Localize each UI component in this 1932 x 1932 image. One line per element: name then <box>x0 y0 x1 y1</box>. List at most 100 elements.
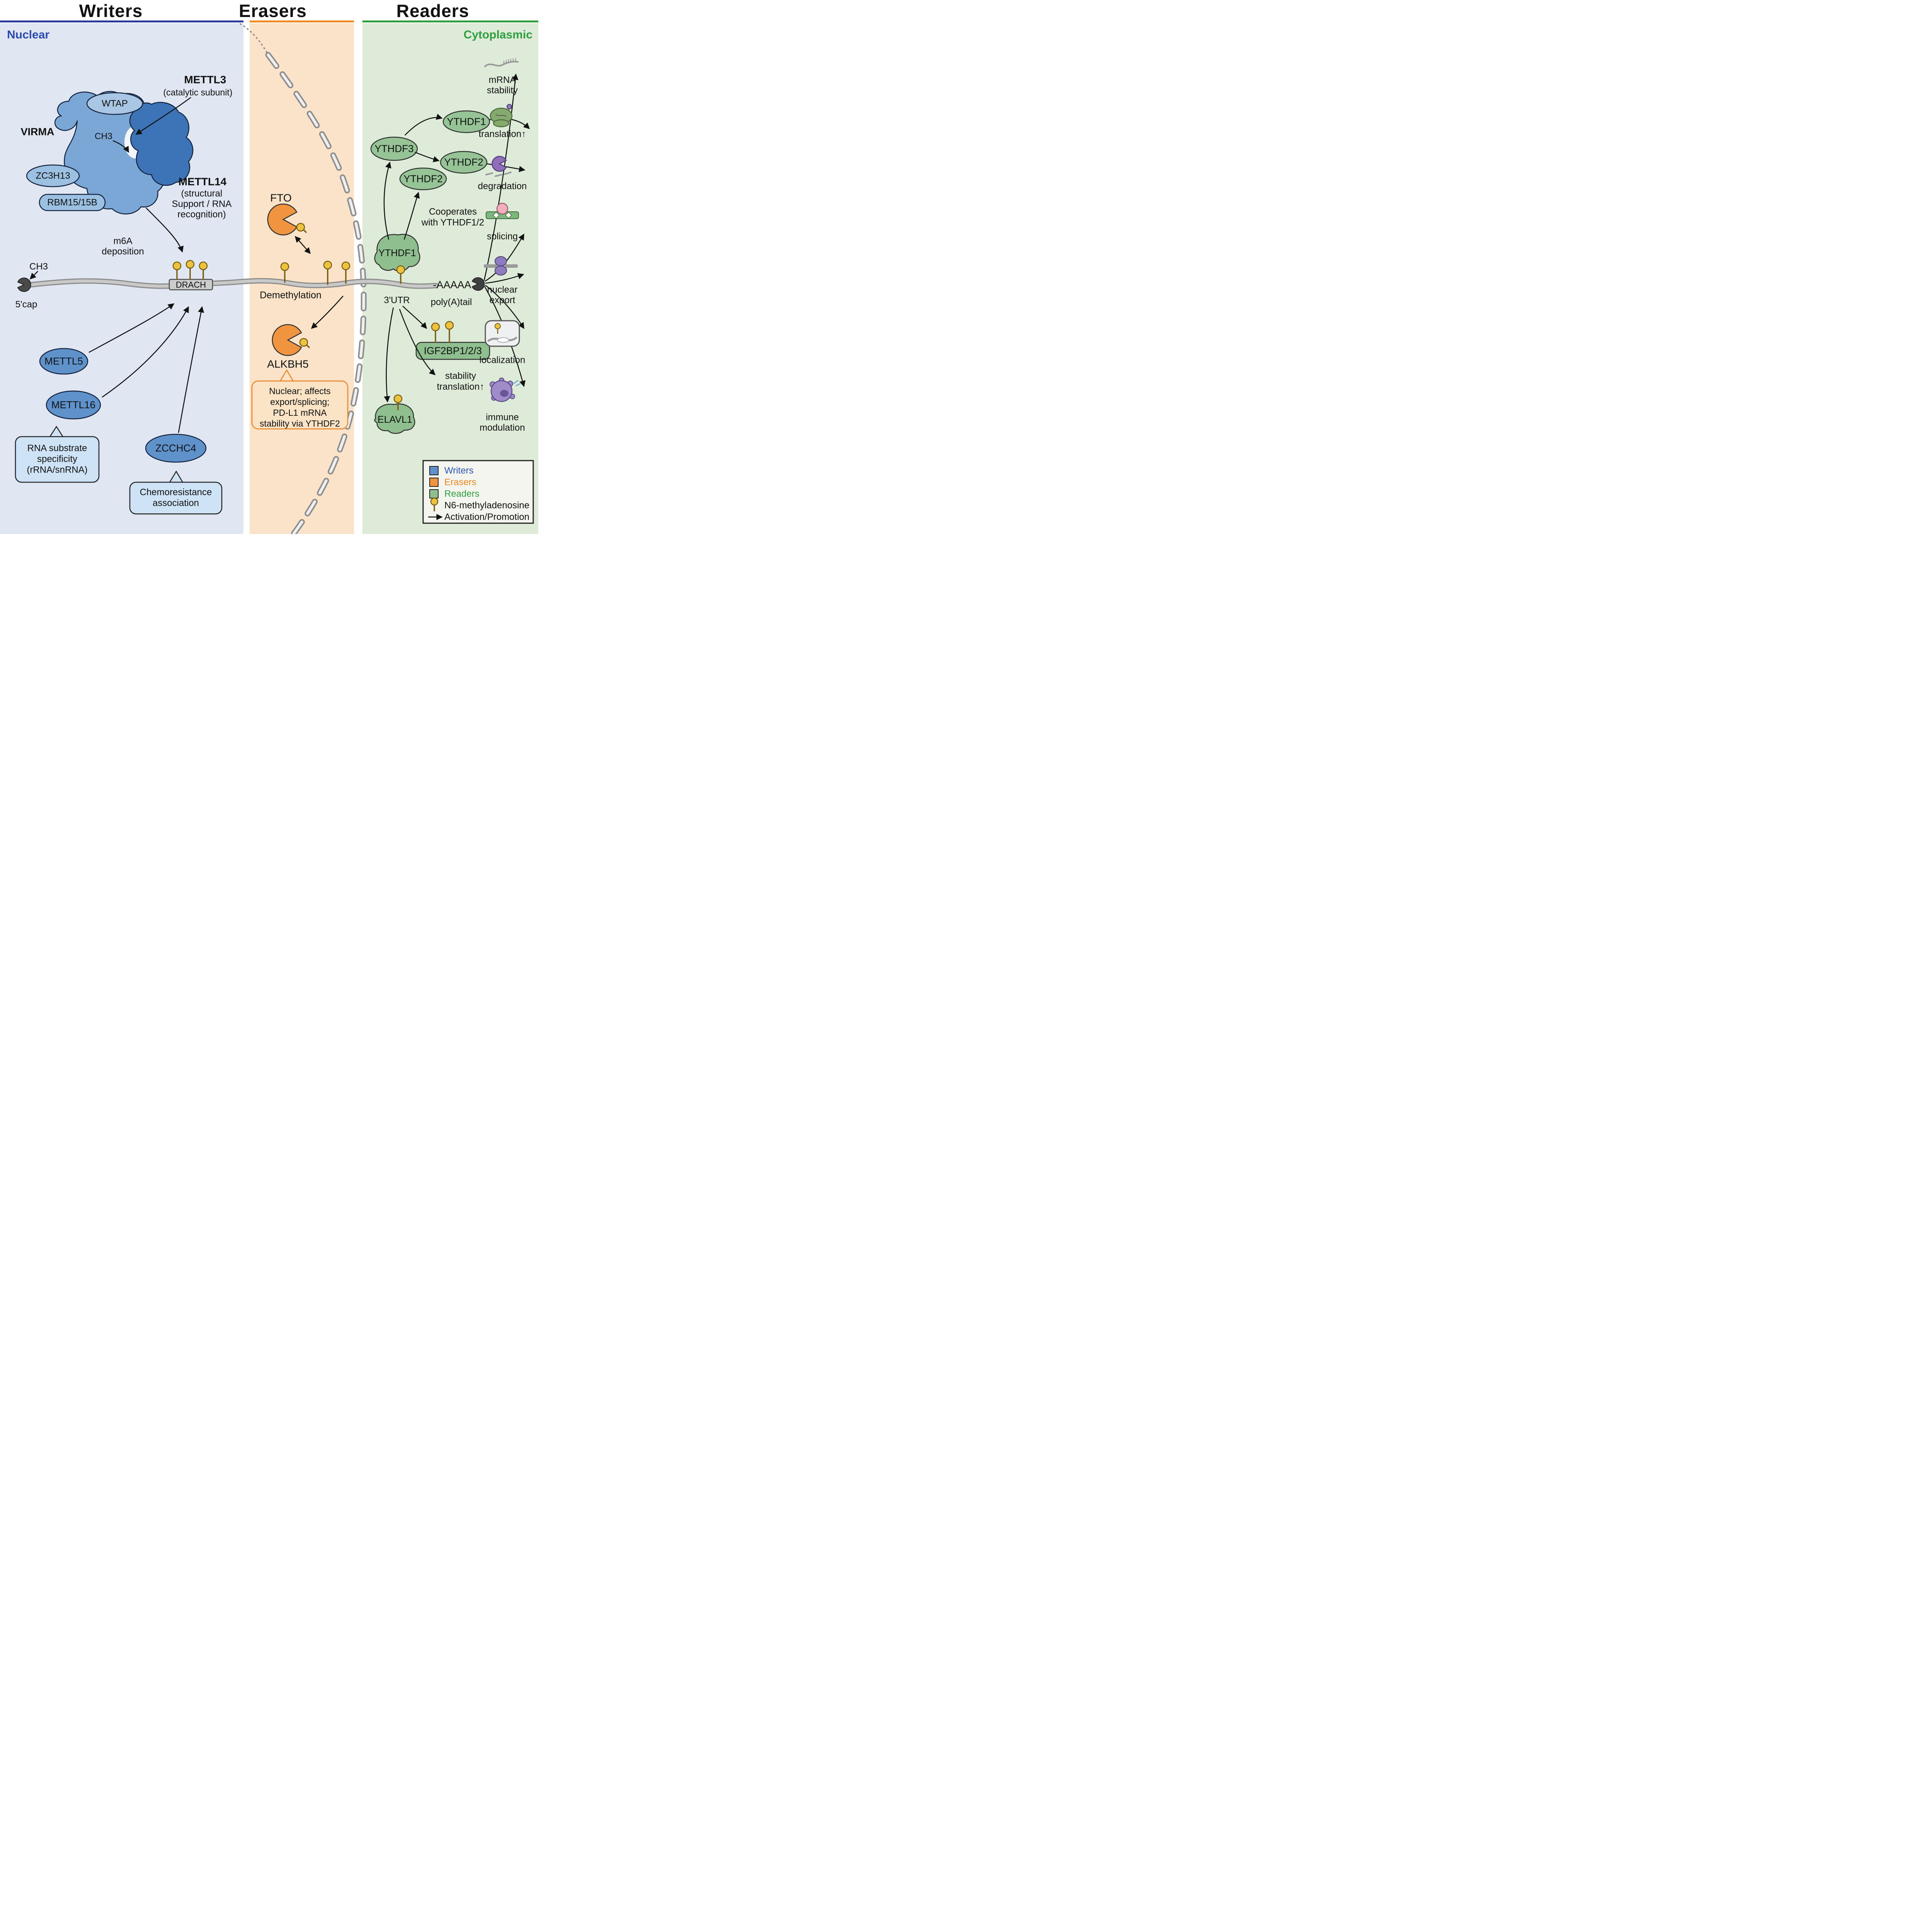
m6a-regulation-figure: Writers Erasers Readers Nuclear Cytoplas… <box>0 0 538 534</box>
arrow-complex-to-drach <box>146 207 184 253</box>
readers-underline <box>362 20 538 22</box>
rna-note-1: RNA substrate <box>27 443 87 454</box>
figure-artwork <box>0 20 538 534</box>
m6a-lollipop-alkbh5-mouth <box>299 338 310 348</box>
zc3h13-label: ZC3H13 <box>36 170 70 181</box>
legend-writers-swatch <box>429 466 439 475</box>
nuclear-export-icon <box>484 256 518 276</box>
m6a-deposition-2: deposition <box>102 246 144 257</box>
igf2bp-label: IGF2BP1/2/3 <box>423 345 482 357</box>
m6a-lollipop-drach-2 <box>185 260 195 280</box>
wtap-blob <box>86 92 143 115</box>
mettl14-label: METTL14 <box>178 175 227 188</box>
arrow-fan-to-splicing <box>485 233 525 282</box>
legend-m6a-head <box>430 497 439 506</box>
mettl5-label: METTL5 <box>44 355 83 367</box>
arrow-ythdf3-to-ythdf1 <box>405 114 443 136</box>
legend-erasers-label: Erasers <box>444 477 476 488</box>
rna-note-3: (rRNA/snRNA) <box>27 464 88 475</box>
ythdf1-reader-blob <box>374 234 420 272</box>
ythdf2-a-label: YTHDF2 <box>444 156 483 168</box>
arrow-fan-to-nuclear-export <box>485 273 524 284</box>
m6a-lollipop-igf2bp-2 <box>445 321 454 343</box>
output-nuclear-export-1: nuclear <box>487 284 518 295</box>
mettl14-note-1: (structural <box>181 188 223 199</box>
nuclear-label: Nuclear <box>7 28 50 41</box>
m6a-lollipop-fto-mouth <box>296 223 307 233</box>
zcchc4-blob <box>145 434 207 463</box>
m6a-lollipop-eraser-2 <box>323 260 332 285</box>
arrow-reader-to-ythdf2b <box>403 192 420 240</box>
erasers-underline <box>250 20 354 22</box>
alkbh5-blob <box>272 324 302 356</box>
polya-end-icon <box>471 277 485 291</box>
ch3-cap-label: CH3 <box>29 261 48 272</box>
cooperates-2: with YTHDF1/2 <box>421 217 485 228</box>
legend-readers-swatch <box>429 489 439 498</box>
translation-ribosome-icon <box>490 104 513 128</box>
nuclear-membrane-inner <box>267 53 365 534</box>
elavl1-blob <box>374 403 415 434</box>
localization-icon <box>485 320 520 347</box>
output-immune-1: immune <box>486 412 519 423</box>
ythdf2-b-blob <box>399 167 447 190</box>
alkbh5-note-1: Nuclear; affects <box>269 386 331 396</box>
ythdf2-a-blob <box>440 151 488 174</box>
output-localization: localization <box>479 355 526 366</box>
alkbh5-note-bubble <box>251 380 349 430</box>
drach-label: DRACH <box>175 280 206 290</box>
chemo-note-bubble <box>129 481 223 515</box>
mettl16-label: METTL16 <box>51 399 96 411</box>
output-immune-2: modulation <box>480 422 525 433</box>
elavl1-label: ELAVL1 <box>378 414 412 425</box>
cytoplasmic-label: Cytoplasmic <box>463 28 532 41</box>
arrow-utr-to-stability <box>399 309 436 376</box>
rbm15-blob <box>39 194 106 211</box>
rna-note-bubble <box>15 436 100 483</box>
alkbh5-note-3: PD-L1 mRNA <box>273 407 327 418</box>
ythdf1-top-blob <box>442 110 490 133</box>
ythdf1-top-label: YTHDF1 <box>447 116 486 128</box>
ythdf3-blob <box>370 136 418 161</box>
arrow-zcchc4-to-drach <box>178 306 204 433</box>
legend-writers-label: Writers <box>444 465 474 476</box>
chemo-note-1: Chemoresistance <box>139 487 212 498</box>
legend-frame <box>422 460 534 524</box>
erasers-title: Erasers <box>239 0 307 21</box>
arrow-strand-to-alkbh5 <box>311 296 344 329</box>
output-mrna-2: stability <box>486 85 518 96</box>
wtap-label: WTAP <box>102 98 128 109</box>
translation-up-label: translation↑ <box>437 381 485 392</box>
arrow-mettl5-to-drach <box>88 303 175 353</box>
alkbh5-label: ALKBH5 <box>267 358 309 370</box>
five-cap-label: 5'cap <box>15 299 37 310</box>
ch3-pocket-label: CH3 <box>94 131 113 141</box>
legend-box <box>422 460 534 524</box>
output-translation: translation↑ <box>478 129 526 139</box>
arrow-utr-to-elavl1 <box>384 307 394 403</box>
output-mrna-1: mRNA <box>488 75 516 85</box>
fto-label: FTO <box>270 192 292 204</box>
virma-label: VIRMA <box>20 126 54 138</box>
m6a-lollipop-ythdf1 <box>396 265 405 284</box>
writers-underline <box>0 20 243 22</box>
m6a-lollipop-eraser-1 <box>280 262 289 283</box>
degradation-icon <box>485 156 512 177</box>
writers-title: Writers <box>79 0 143 21</box>
five-prime-cap-icon <box>17 277 31 292</box>
igf2bp-blob <box>415 342 490 360</box>
splicing-icon <box>486 203 519 219</box>
ythdf2-b-label: YTHDF2 <box>403 173 443 185</box>
demethylation-label: Demethylation <box>260 289 321 301</box>
polya-tail-seq: -AAAAA <box>433 279 471 291</box>
mettl14-note-2: Support / RNA <box>172 199 232 209</box>
rbm15-label: RBM15/15B <box>47 197 97 208</box>
cooperates-1: Cooperates <box>429 206 477 217</box>
arrow-fan-to-mrna-stability <box>483 73 519 281</box>
polya-tail-label: poly(A)tail <box>430 297 472 308</box>
readers-title: Readers <box>396 0 469 21</box>
m6a-deposition-1: m6A <box>113 236 133 247</box>
mrna-strand-highlight <box>29 279 437 288</box>
legend-erasers-swatch <box>429 478 439 487</box>
chemo-note-2: association <box>152 498 199 509</box>
